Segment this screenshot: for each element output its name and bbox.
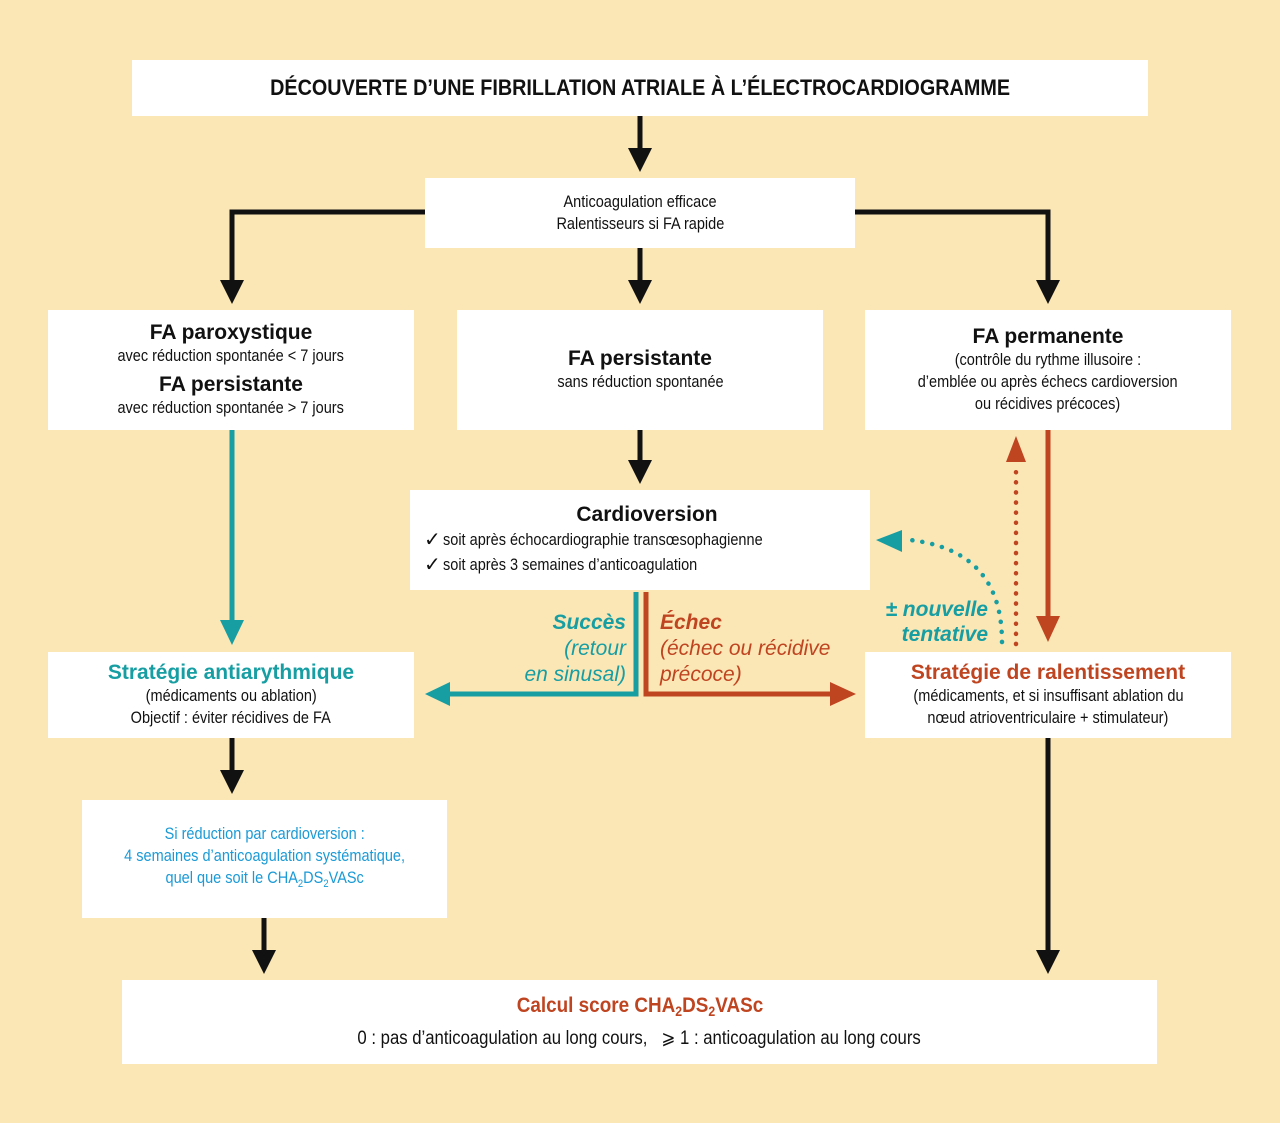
persistante-box: FA persistante sans réduction spontanée: [457, 310, 823, 430]
nouvelle-tentative-line2: tentative: [901, 623, 988, 646]
permanente-title: FA permanente: [972, 325, 1124, 348]
reduction-box: Si réduction par cardioversion : 4 semai…: [82, 800, 447, 918]
echec-line1: (échec ou récidive: [660, 637, 831, 660]
echec-label: Échec (échec ou récidive précoce): [660, 610, 860, 688]
arrow-ralentissement-to-score: [1036, 738, 1060, 974]
persistante-sub: sans réduction spontanée: [556, 373, 724, 391]
permanente-box: FA permanente (contrôle du rythme illuso…: [865, 310, 1231, 430]
antiarythmique-line1: (médicaments ou ablation): [145, 687, 317, 705]
arrow-title-to-initial: [628, 116, 652, 172]
arrow-permanente-to-ralentissement: [1036, 430, 1060, 642]
succes-line1: (retour: [564, 637, 626, 660]
paroxystique-title: FA paroxystique: [149, 321, 313, 344]
arrow-antiarythmique-to-reduction: [220, 738, 244, 794]
cardioversion-title: Cardioversion: [576, 503, 718, 526]
cardioversion-item: ✓ soit après 3 semaines d’anticoagulatio…: [424, 552, 732, 577]
permanente-line2: d’emblée ou après échecs cardioversion: [918, 373, 1178, 391]
ralentissement-box: Stratégie de ralentissement (médicaments…: [865, 652, 1231, 738]
succes-line2: en sinusal): [524, 663, 626, 686]
arrow-initial-to-persistante: [628, 248, 652, 304]
score-box: Calcul score CHA2DS2VASc 0 : pas d’antic…: [122, 980, 1157, 1064]
permanente-line1: (contrôle du rythme illusoire :: [954, 351, 1142, 369]
nouvelle-tentative-line1: ± nouvelle: [885, 598, 988, 621]
arrow-succes: [425, 592, 639, 706]
nouvelle-tentative-label: ± nouvelle tentative: [862, 597, 988, 647]
arrow-reduction-to-score: [252, 918, 276, 974]
permanente-line3: ou récidives précoces): [975, 395, 1121, 413]
score-rule-1: ⩾ 1 : anticoagulation au long cours: [661, 1028, 922, 1049]
echec-line2: précoce): [660, 663, 742, 686]
check-icon: ✓: [424, 529, 441, 551]
reduction-line3-prefix: quel que soit le: [165, 869, 268, 887]
antiarythmique-box: Stratégie antiarythmique (médicaments ou…: [48, 652, 414, 738]
cardioversion-box: Cardioversion ✓ soit après échocardiogra…: [410, 490, 870, 590]
echec-title: Échec: [660, 611, 722, 634]
succes-label: Succès (retour en sinusal): [470, 610, 626, 688]
title-text: DÉCOUVERTE D’UNE FIBRILLATION ATRIALE À …: [270, 75, 1010, 100]
antiarythmique-title: Stratégie antiarythmique: [107, 661, 355, 684]
paroxystique-sub: avec réduction spontanée < 7 jours: [117, 347, 345, 365]
score-rule-0: 0 : pas d’anticoagulation au long cours,: [357, 1028, 648, 1049]
arrow-paroxystique-to-antiarythmique: [220, 430, 244, 645]
score-title: Calcul score CHA2DS2VASc: [516, 994, 763, 1019]
title-box: DÉCOUVERTE D’UNE FIBRILLATION ATRIALE À …: [132, 60, 1148, 116]
cardioversion-item1-text: soit après échocardiographie transœsopha…: [442, 530, 763, 549]
arrow-ralentissement-to-permanente-dotted: [1006, 436, 1026, 647]
initial-line2: Ralentisseurs si FA rapide: [556, 215, 724, 233]
arrow-echec: [643, 592, 856, 706]
initial-treatment-box: Anticoagulation efficace Ralentisseurs s…: [425, 178, 855, 248]
persistante-short-sub: avec réduction spontanée > 7 jours: [117, 399, 345, 417]
succes-title: Succès: [552, 611, 626, 634]
arrow-initial-to-paroxystique: [220, 209, 425, 304]
reduction-line3: quel que soit le CHA2DS2VASc: [165, 867, 363, 895]
arrow-initial-to-permanente: [855, 209, 1060, 304]
reduction-line2: 4 semaines d’anticoagulation systématiqu…: [124, 847, 405, 865]
persistante-title: FA persistante: [568, 347, 712, 370]
arrow-persistante-to-cardioversion: [628, 430, 652, 484]
reduction-line1: Si réduction par cardioversion :: [164, 825, 365, 843]
paroxystique-box: FA paroxystique avec réduction spontanée…: [48, 310, 414, 430]
cardioversion-item2-text: soit après 3 semaines d’anticoagulation: [442, 555, 698, 574]
score-name: CHA2DS2VASc: [267, 869, 364, 890]
cardioversion-item: ✓ soit après échocardiographie transœsop…: [424, 527, 806, 552]
ralentissement-line2: nœud atrioventriculaire + stimulateur): [927, 709, 1169, 727]
ralentissement-title: Stratégie de ralentissement: [910, 661, 1186, 684]
ralentissement-line1: (médicaments, et si insuffisant ablation…: [912, 687, 1184, 705]
antiarythmique-line2: Objectif : éviter récidives de FA: [130, 709, 332, 727]
persistante-short-title: FA persistante: [159, 373, 303, 396]
score-rules: 0 : pas d’anticoagulation au long cours,…: [358, 1026, 921, 1052]
initial-line1: Anticoagulation efficace: [563, 193, 717, 211]
arrow-nouvelle-tentative-dotted: [876, 530, 1005, 645]
check-icon: ✓: [424, 554, 441, 576]
